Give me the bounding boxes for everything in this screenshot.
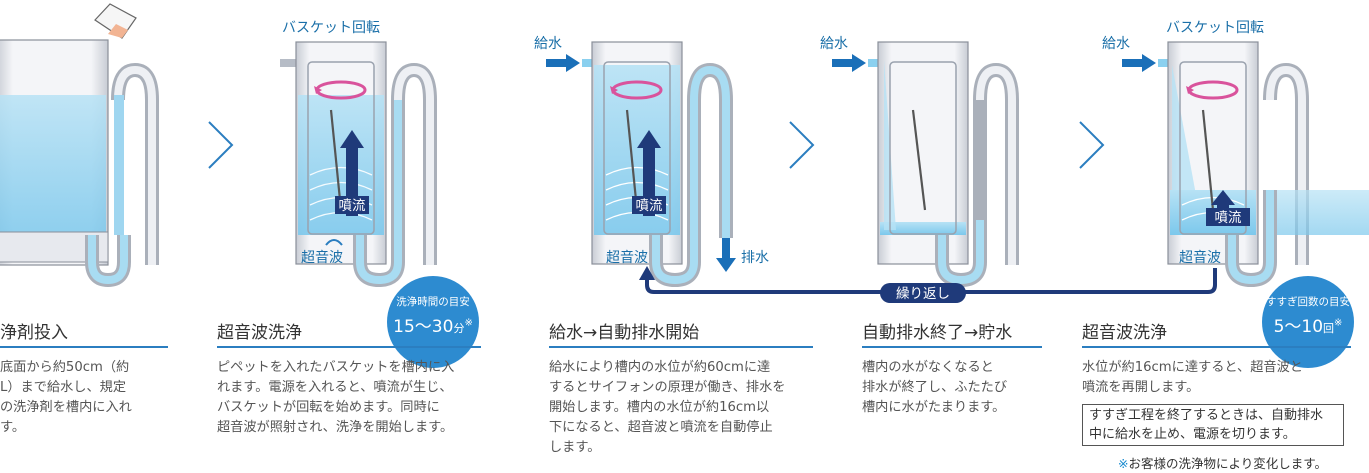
- wash-time-badge-title: 洗浄時間の目安: [396, 296, 470, 308]
- step-4-rule: [862, 346, 1042, 348]
- rinse-count-badge: すすぎ回数の目安 5〜10回※: [1262, 276, 1354, 368]
- wash-time-badge: 洗浄時間の目安 15〜30分※: [387, 276, 479, 368]
- next-step-chevron-icon: [208, 121, 234, 169]
- rinse-count-value: 5〜10: [1273, 317, 1324, 337]
- stage-2-tank: [280, 41, 437, 288]
- rinse-stop-note: すすぎ工程を終了するときは、自動排水 中に給水を止め、電源を切ります。: [1082, 404, 1344, 446]
- step-3-description: 給水により槽内の水位が約60cmに達 するとサイフォンの原理が働き、排水を 開始…: [549, 360, 786, 455]
- footnote-mark: ※: [1118, 456, 1129, 471]
- wash-time-value: 15〜30: [393, 317, 454, 337]
- rinse-count-mark: ※: [1334, 317, 1343, 329]
- water-supply-label: 給水: [820, 36, 848, 52]
- step-1-description: 底面から約50cm（約 L）まで給水し、規定 の洗浄剤を槽内に入れ す。: [0, 360, 132, 435]
- stage-1-tank: [0, 39, 159, 288]
- next-step-chevron-icon: [1079, 121, 1105, 169]
- basket-rotation-label: バスケット回転: [282, 20, 380, 36]
- step-2-rule: [217, 346, 481, 348]
- step-2-title: 超音波洗浄: [217, 323, 302, 343]
- ultrasonic-label: 超音波: [1179, 249, 1221, 266]
- step-3-rule: [549, 346, 813, 348]
- wash-time-mark: ※: [464, 317, 473, 329]
- jet-label: 噴流: [636, 198, 664, 214]
- water-supply-label: 給水: [1102, 36, 1130, 52]
- repeat-label: 繰り返し: [896, 286, 950, 302]
- stage-4-tank: [832, 41, 1019, 288]
- basket-rotation-label: バスケット回転: [1166, 20, 1264, 36]
- ultrasonic-label: 超音波: [301, 249, 343, 266]
- stage-5-tank: [1122, 41, 1369, 288]
- water-supply-label: 給水: [534, 36, 562, 52]
- step-5-rule: [1082, 346, 1351, 348]
- footnote-text: お客様の洗浄物により変化します。: [1128, 456, 1327, 471]
- ultrasonic-label: 超音波: [606, 249, 648, 266]
- drain-label: 排水: [741, 250, 769, 266]
- rinse-count-unit: 回: [1323, 322, 1335, 335]
- step-1-rule: [0, 346, 168, 348]
- jet-label: 噴流: [339, 198, 366, 214]
- beaker-icon: [94, 3, 137, 39]
- next-step-chevron-icon: [789, 121, 815, 169]
- wash-time-unit: 分: [453, 322, 465, 335]
- step-1-title: 浄剤投入: [0, 323, 68, 343]
- step-4-title: 自動排水終了→貯水: [862, 323, 1013, 343]
- step-3-title: 給水→自動排水開始: [549, 323, 700, 343]
- step-4-description: 槽内の水がなくなると 排水が終了し、ふたたび 槽内に水がたまります。: [862, 360, 1008, 415]
- step-2-description: ピペットを入れたバスケットを槽内に入 れます。電源を入れると、噴流が生じ、 バス…: [217, 360, 455, 435]
- step-5-description: 水位が約16cmに達すると、超音波と 噴流を再開します。: [1082, 360, 1303, 395]
- step-5-title: 超音波洗浄: [1082, 323, 1167, 343]
- repeat-loop-arrow: [639, 266, 1217, 303]
- footnote: ※お客様の洗浄物により変化します。: [1118, 453, 1327, 472]
- stage-3-tank: [546, 41, 736, 288]
- jet-label: 噴流: [1215, 210, 1243, 226]
- rinse-count-badge-title: すすぎ回数の目安: [1266, 296, 1350, 308]
